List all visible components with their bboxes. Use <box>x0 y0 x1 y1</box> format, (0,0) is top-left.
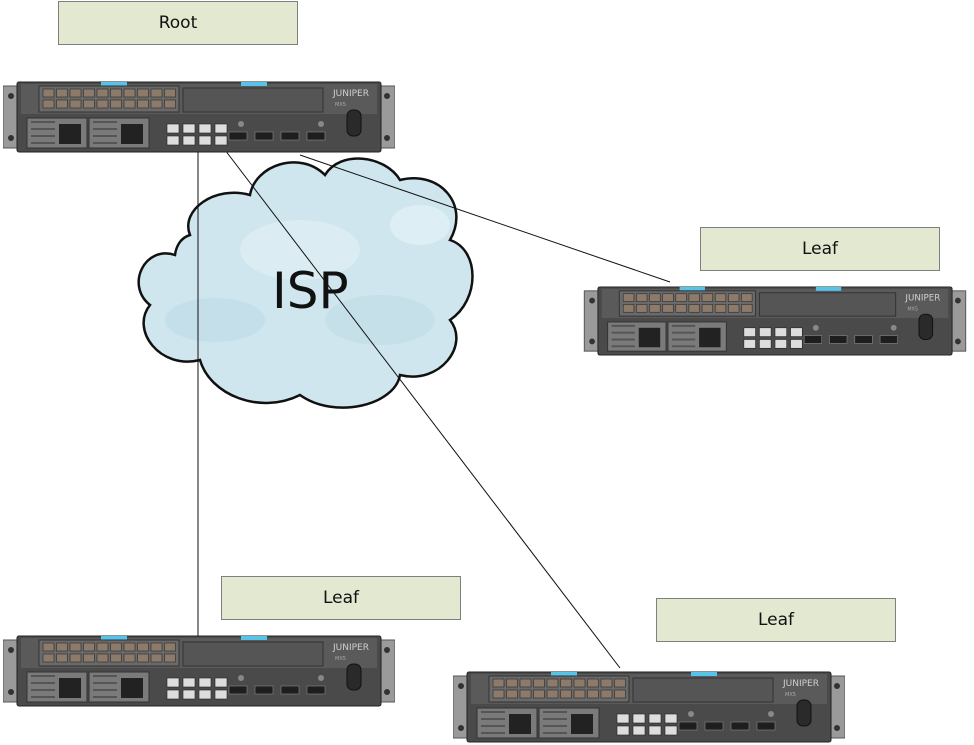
router-model-label: MX5 <box>335 102 346 108</box>
isp-cloud <box>137 157 474 409</box>
router-leaf-bottom-right[interactable]: JUNIPER MX5 <box>453 670 845 744</box>
router-brand-label: JUNIPER <box>332 643 369 653</box>
router-model-label: MX5 <box>785 692 796 698</box>
router-leaf-bottom-left[interactable]: JUNIPER MX5 <box>3 634 395 708</box>
root-label: Root <box>58 1 298 45</box>
router-brand-label: JUNIPER <box>332 89 369 99</box>
router-model-label: MX5 <box>335 656 346 662</box>
link-root-leaf1 <box>299 154 671 283</box>
router-leaf-right[interactable]: JUNIPER MX5 <box>578 285 972 357</box>
isp-label: ISP <box>272 262 349 320</box>
router-root[interactable]: JUNIPER MX5 <box>3 80 395 154</box>
link-root-leaf3 <box>224 149 621 669</box>
router-model-label: MX5 <box>907 306 918 312</box>
leaf-label-bottom-left: Leaf <box>221 576 461 620</box>
leaf-label-right: Leaf <box>700 227 940 271</box>
router-brand-label: JUNIPER <box>904 294 940 304</box>
router-brand-label: JUNIPER <box>782 679 819 689</box>
leaf-label-bottom-right: Leaf <box>656 598 896 642</box>
